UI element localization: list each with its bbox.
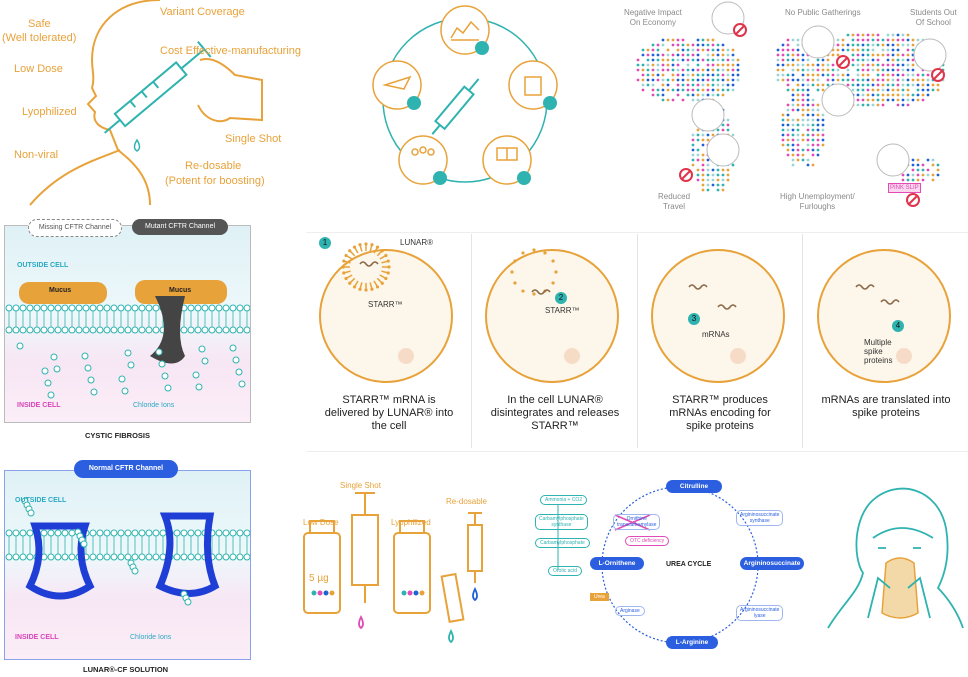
vial-lyophilized: Lyophilized [391,518,431,527]
cf-membrane [5,280,250,399]
label-high-unemployment: High Unemployment/ Furloughs [780,192,855,211]
label-non-viral: Non-viral [14,149,59,161]
label-variant-coverage: Variant Coverage [160,6,245,18]
vial-redosable: Re-dosable [446,497,487,506]
step-4-spike: Multiple spike proteins [864,338,893,365]
vials-illustration [303,492,483,644]
cf-solution-frame: OUTSIDE CELL INSIDE CELL Chloride Ions [4,470,251,660]
cf-solution-membrane [5,497,250,606]
enzyme-as-synthase: Argininosuccinate synthase [736,510,784,526]
label-cost-effective: Cost Effective-manufacturing [160,45,302,57]
step-3-badge: 3 [688,313,700,325]
label-negative-economy: Negative Impact On Economy [624,8,682,27]
node-citrulline: Citrulline [666,480,722,493]
label-lyophilized: Lyophilized [22,106,77,118]
step-3-mrnas: mRNAs [702,330,730,339]
vial-low-dose: Low Dose [303,518,339,527]
sneezing-person-illustration [827,487,964,629]
cf-solution-caption: LUNAR®-CF SOLUTION [83,665,169,674]
node-l-ornithene: L-Ornithene [590,557,644,570]
divider-2 [637,234,638,448]
enzyme-as-lyase: Argininosuccinate lyase [736,605,784,621]
cfs-inside-label: INSIDE CELL [15,634,59,641]
step-2-caption: In the cell LUNAR® disintegrates and rel… [490,394,620,432]
step-4-badge: 4 [892,320,904,332]
label-well-tolerated: (Well tolerated) [2,32,77,44]
left-orotic-acid: Orotic acid [548,566,582,576]
cf-caption: CYSTIC FIBROSIS [85,431,151,440]
cf-mucus-label-2: Mucus [169,287,192,294]
label-no-gatherings: No Public Gatherings [785,8,861,17]
divider-1 [471,234,472,448]
urea-label: Urea [590,593,609,601]
divider-3 [802,234,803,448]
step-2-starr: STARR™ [545,306,580,315]
step-2-badge: 2 [555,292,567,304]
dotted-world-map [636,1,947,207]
mechanism-cells [319,242,951,383]
step-4-caption: mRNAs are translated into spike proteins [821,394,951,419]
cf-inside-label: INSIDE CELL [17,402,61,409]
step-1-caption: STARR™ mRNA is delivered by LUNAR® into … [324,394,454,432]
cf-frame: OUTSIDE CELL INSIDE CELL Chloride Ions M… [4,225,251,423]
cf-mucus-label-1: Mucus [49,287,72,294]
mutant-cftr-pill: Mutant CFTR Channel [132,219,228,235]
otc-deficiency: OTC deficiency [625,536,670,546]
step-1-badge: 1 [319,237,331,249]
left-ammonia: Ammonia + CO2 [540,495,588,505]
cf-chloride-label: Chloride Ions [133,402,175,409]
label-safe: Safe [28,18,51,30]
label-potent-boosting: (Potent for boosting) [165,175,265,187]
vial-dose: 5 µg [309,573,329,584]
enzyme-otc: Ornithine transcarbamylase [613,514,661,530]
icon-circle-illustration [372,5,558,185]
left-cps: Carbamylphosphate synthase [535,514,588,530]
normal-cftr-pill: Normal CFTR Channel [74,460,178,478]
left-carbamylphosphate: Carbamylphosphate [535,538,590,548]
cfs-outside-label: OUTSIDE CELL [15,497,67,504]
step-3-caption: STARR™ produces mRNAs encoding for spike… [669,394,771,432]
head-syringe-illustration [29,0,263,206]
node-argininosuccinate: Argininosuccinate [740,557,804,570]
label-single-shot: Single Shot [225,133,282,145]
pink-slip-badge: PINK SLIP [888,183,921,193]
mechanism-frame [306,232,968,452]
missing-cftr-pill: Missing CFTR Channel [28,219,122,237]
enzyme-arginase: Arginase [615,606,645,616]
cfs-chloride-label: Chloride Ions [130,634,172,641]
urea-cycle-title: UREA CYCLE [666,561,712,568]
label-reduced-travel: Reduced Travel [658,192,691,211]
cf-outside-label: OUTSIDE CELL [17,262,69,269]
step-1-starr: STARR™ [368,300,403,309]
step-1-lunar: LUNAR® [400,238,434,247]
label-students-out: Students Out Of School [910,8,957,27]
vial-single-shot: Single Shot [340,481,381,490]
label-re-dosable: Re-dosable [185,160,242,172]
node-l-arginine: L-Arginine [666,636,718,649]
label-low-dose: Low Dose [14,63,63,75]
